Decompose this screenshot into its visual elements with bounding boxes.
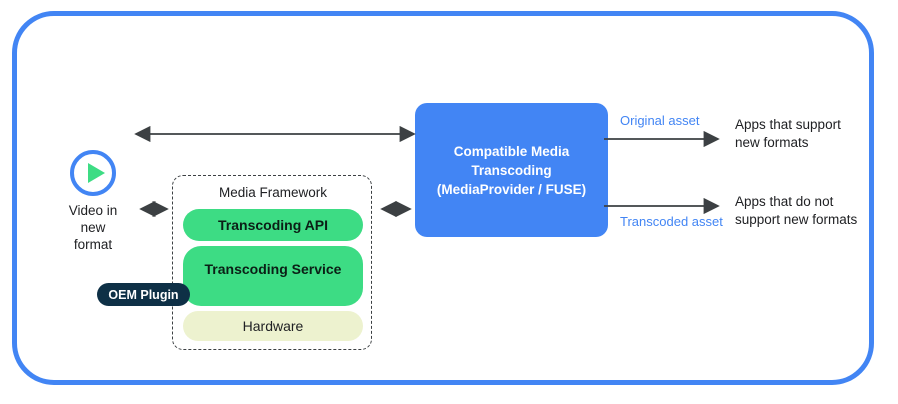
arrow-video-to-framework	[139, 200, 169, 218]
media-framework-group: Media Framework Transcoding API Transcod…	[172, 175, 372, 350]
arrow-transcoding-to-nonsupporting-apps	[604, 197, 720, 215]
play-triangle-icon	[88, 163, 105, 183]
apps-that-do-not-support-label: Apps that do not support new formats	[735, 194, 858, 227]
compatible-media-transcoding-box: Compatible Media Transcoding (MediaProvi…	[415, 103, 608, 237]
transcoded-asset-label: Transcoded asset	[620, 214, 723, 229]
arrow-transcoding-to-supporting-apps	[604, 130, 720, 148]
arrow-framework-to-transcoding	[380, 200, 412, 218]
original-asset-label: Original asset	[620, 113, 700, 128]
oem-plugin-badge: OEM Plugin	[97, 283, 190, 306]
video-source-label: Video in new format	[68, 203, 118, 252]
apps-that-support-label: Apps that support new formats	[735, 117, 841, 150]
media-framework-title: Media Framework	[218, 185, 328, 200]
hardware-box: Hardware	[183, 311, 363, 341]
outer-frame-border	[12, 11, 874, 385]
transcoding-api-box: Transcoding API	[183, 209, 363, 241]
transcoding-service-box: Transcoding Service	[183, 246, 363, 306]
play-circle-icon	[70, 150, 116, 196]
arrow-video-to-transcoding-top	[134, 125, 416, 143]
